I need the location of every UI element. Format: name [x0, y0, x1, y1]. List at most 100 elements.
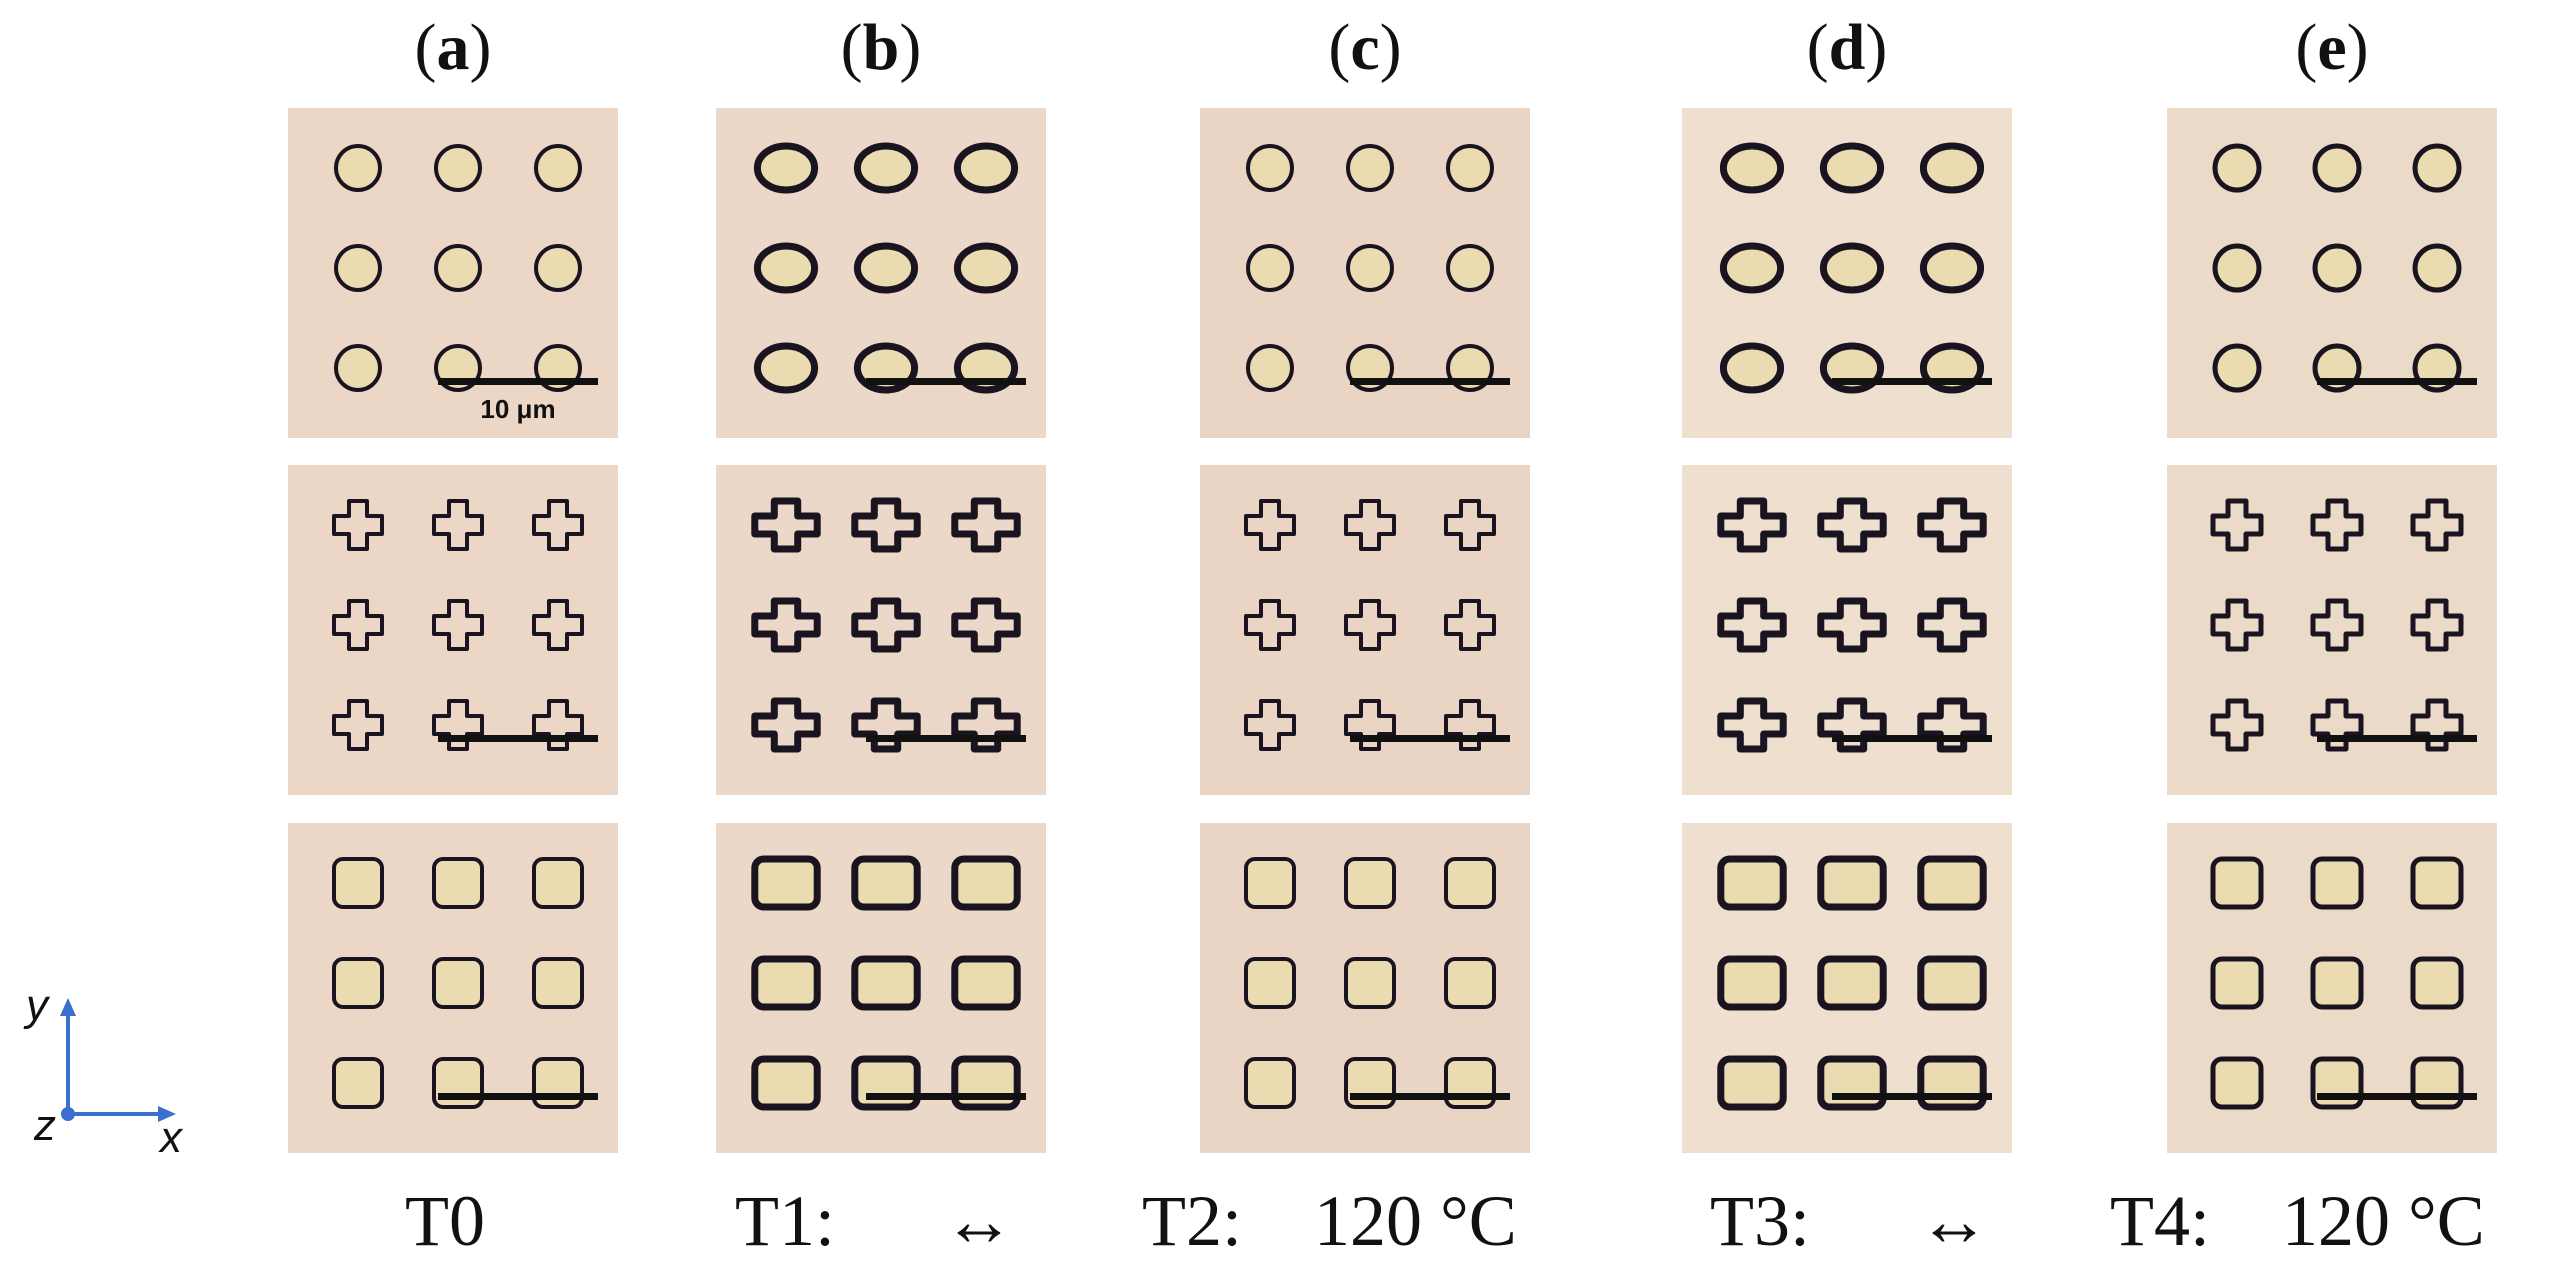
cross-feature [532, 599, 584, 651]
square-feature [332, 857, 384, 909]
circle-feature [1719, 342, 1785, 394]
square-feature [2210, 856, 2264, 910]
micrograph-e-circle [2167, 108, 2497, 438]
cross-feature [851, 597, 921, 653]
circle-feature [1346, 144, 1394, 192]
circle-feature [2412, 243, 2462, 293]
circle-feature [853, 242, 919, 294]
cross-feature [1444, 699, 1496, 751]
micrograph-d-cross [1682, 465, 2012, 795]
square-feature [1817, 855, 1887, 911]
square-feature [1444, 857, 1496, 909]
circle-feature [953, 242, 1019, 294]
square-feature [751, 855, 821, 911]
micrograph-b-square [716, 823, 1046, 1153]
condition-label-t2: T2: 120 °C [1142, 1181, 1517, 1261]
circle-feature [534, 244, 582, 292]
square-feature [2410, 856, 2464, 910]
cross-feature [1344, 699, 1396, 751]
scale-bar [1832, 1093, 1992, 1100]
micrograph-b-cross [716, 465, 1046, 795]
scale-bar [1832, 735, 1992, 742]
cross-feature [332, 699, 384, 751]
square-feature [1244, 1057, 1296, 1109]
circle-feature [753, 242, 819, 294]
cross-feature [532, 499, 584, 551]
circle-feature [1346, 244, 1394, 292]
square-feature [432, 857, 484, 909]
scale-bar [866, 1093, 1026, 1100]
circle-feature [534, 144, 582, 192]
cross-feature [1244, 699, 1296, 751]
square-feature [2210, 956, 2264, 1010]
circle-feature [1819, 242, 1885, 294]
circle-feature [1446, 144, 1494, 192]
cross-feature [2310, 698, 2364, 752]
scale-bar [2317, 735, 2477, 742]
circle-feature [953, 142, 1019, 194]
square-feature [1717, 955, 1787, 1011]
square-feature [1344, 957, 1396, 1009]
scale-bar [1832, 378, 1992, 385]
condition-label-t1: T1: ↔ [735, 1181, 1015, 1261]
circle-feature [2312, 243, 2362, 293]
micrograph-d-square [1682, 823, 2012, 1153]
column-label-e: (e) [2295, 11, 2369, 84]
square-feature [1244, 857, 1296, 909]
scale-bar [438, 735, 598, 742]
cross-feature [1244, 599, 1296, 651]
cross-feature [1917, 597, 1987, 653]
cross-feature [332, 499, 384, 551]
cross-feature [2410, 698, 2464, 752]
column-label-c: (c) [1328, 11, 1402, 84]
micrograph-c-square [1200, 823, 1530, 1153]
condition-label-t3: T3: ↔ [1710, 1181, 1990, 1261]
cross-feature [1817, 597, 1887, 653]
scale-bar [2317, 378, 2477, 385]
axis-label-z: z [33, 1101, 56, 1150]
scale-bar [1350, 378, 1510, 385]
micrograph-a-cross [288, 465, 618, 795]
coordinate-axes: y z x [20, 980, 200, 1162]
square-feature [1344, 857, 1396, 909]
circle-feature [753, 142, 819, 194]
circle-feature [2212, 143, 2262, 193]
cross-feature [2310, 498, 2364, 552]
circle-feature [1446, 244, 1494, 292]
cross-feature [1717, 497, 1787, 553]
circle-feature [2212, 243, 2262, 293]
scale-bar [866, 378, 1026, 385]
micrograph-c-cross [1200, 465, 1530, 795]
circle-feature [1246, 344, 1294, 392]
micrograph-a-circle: 10 μm [288, 108, 618, 438]
micrograph-c-circle [1200, 108, 1530, 438]
cross-feature [332, 599, 384, 651]
square-feature [1444, 957, 1496, 1009]
cross-feature [951, 697, 1021, 753]
circle-feature [334, 144, 382, 192]
cross-feature [1917, 497, 1987, 553]
cross-feature [2410, 498, 2464, 552]
square-feature [532, 957, 584, 1009]
square-feature [432, 957, 484, 1009]
circle-feature [1719, 142, 1785, 194]
cross-feature [851, 497, 921, 553]
cross-feature [1717, 697, 1787, 753]
micrograph-d-circle [1682, 108, 2012, 438]
square-feature [751, 1055, 821, 1111]
square-feature [851, 955, 921, 1011]
cross-feature [532, 699, 584, 751]
square-feature [2310, 956, 2364, 1010]
cross-feature [1344, 499, 1396, 551]
cross-feature [1444, 499, 1496, 551]
circle-feature [1246, 144, 1294, 192]
scale-bar [866, 735, 1026, 742]
square-feature [332, 957, 384, 1009]
cross-feature [1917, 697, 1987, 753]
circle-feature [1919, 242, 1985, 294]
scale-bar [438, 378, 598, 385]
column-label-a: (a) [414, 11, 492, 84]
cross-feature [2210, 598, 2264, 652]
square-feature [2310, 856, 2364, 910]
circle-feature [2312, 143, 2362, 193]
